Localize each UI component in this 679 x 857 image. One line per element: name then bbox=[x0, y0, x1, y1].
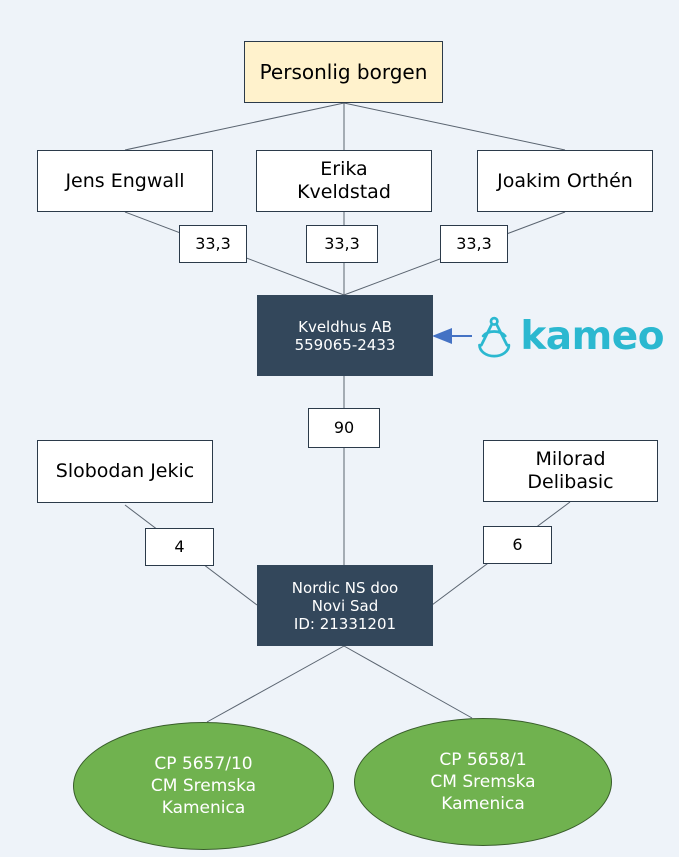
subsidiary-id: ID: 21331201 bbox=[293, 614, 397, 633]
connector-subsidiary-property-1 bbox=[206, 645, 345, 723]
share-value: 6 bbox=[512, 535, 523, 555]
subsidiary-city: Novi Sad bbox=[311, 596, 379, 615]
share-badge-engwall: 33,3 bbox=[179, 225, 247, 263]
share-value: 33,3 bbox=[195, 234, 231, 254]
owner-name: Jens Engwall bbox=[65, 169, 185, 192]
share-badge-orthen: 33,3 bbox=[440, 225, 508, 263]
share-value: 90 bbox=[333, 418, 355, 438]
subsidiary-company-box: Nordic NS doo Novi Sad ID: 21331201 bbox=[257, 565, 433, 646]
property-cadastral: CP 5658/1 bbox=[439, 749, 527, 770]
share-badge-delibasic: 6 bbox=[483, 526, 552, 564]
kameo-logo-text: kameo bbox=[520, 313, 664, 359]
guarantee-label: Personlig borgen bbox=[259, 60, 428, 84]
connector-subsidiary-property-2 bbox=[343, 645, 473, 719]
property-municipality: CM Sremska bbox=[430, 771, 536, 792]
connector-guarantee-engwall bbox=[124, 102, 345, 151]
property-cadastral: CP 5657/10 bbox=[154, 753, 253, 774]
share-value: 33,3 bbox=[324, 234, 360, 254]
subsidiary-name: Nordic NS doo bbox=[291, 578, 399, 597]
owner-box-jens-engwall: Jens Engwall bbox=[37, 150, 213, 212]
owner-box-slobodan-jekic: Slobodan Jekic bbox=[37, 440, 213, 503]
property-place: Kamenica bbox=[441, 794, 525, 815]
share-value: 4 bbox=[174, 537, 185, 557]
owner-box-erika-kveldstad: Erika Kveldstad bbox=[256, 150, 432, 212]
owner-box-milorad-delibasic: Milorad Delibasic bbox=[483, 440, 658, 502]
owner-box-joakim-orthen: Joakim Orthén bbox=[477, 150, 653, 212]
owner-name: Erika Kveldstad bbox=[297, 158, 391, 203]
property-ellipse-1: CP 5657/10 CM Sremska Kamenica bbox=[73, 722, 334, 850]
connector-guarantee-orthen bbox=[343, 102, 566, 151]
share-badge-jekic: 4 bbox=[145, 528, 214, 566]
property-place: Kamenica bbox=[161, 798, 246, 819]
guarantee-box: Personlig borgen bbox=[244, 41, 443, 103]
property-ellipse-2: CP 5658/1 CM Sremska Kamenica bbox=[354, 718, 612, 846]
share-badge-holding: 90 bbox=[308, 408, 380, 448]
kameo-logo-icon bbox=[478, 316, 511, 358]
owner-name: Slobodan Jekic bbox=[55, 460, 195, 483]
owner-name: Joakim Orthén bbox=[497, 169, 633, 192]
owner-name: Milorad Delibasic bbox=[527, 448, 614, 493]
property-municipality: CM Sremska bbox=[150, 775, 257, 796]
lender-logo: kameo bbox=[474, 313, 664, 359]
share-badge-kveldstad: 33,3 bbox=[306, 225, 378, 263]
holding-company-id: 559065-2433 bbox=[294, 335, 396, 354]
holding-company-name: Kveldhus AB bbox=[298, 317, 392, 336]
share-value: 33,3 bbox=[456, 234, 492, 254]
holding-company-box: Kveldhus AB 559065-2433 bbox=[257, 295, 433, 376]
